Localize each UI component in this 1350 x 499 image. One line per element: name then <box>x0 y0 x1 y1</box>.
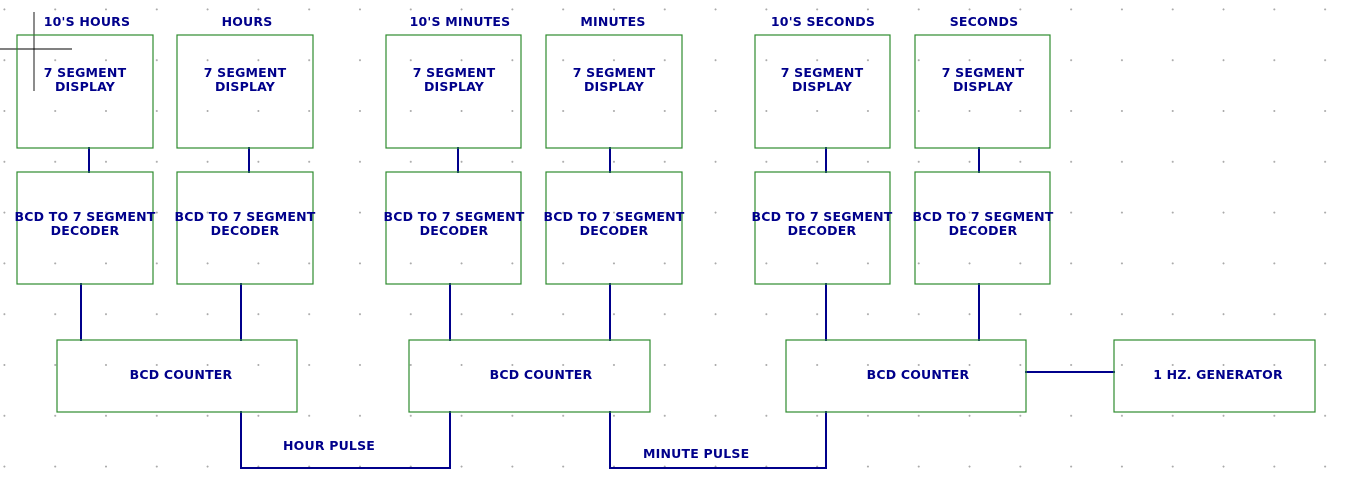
display-label-line2: DISPLAY <box>953 79 1014 94</box>
display-label-line1: 7 SEGMENT <box>204 65 287 80</box>
heading-tens-minutes: 10'S MINUTES <box>410 14 511 29</box>
decoder-label-line2: DECODER <box>788 223 857 238</box>
display-label-line1: 7 SEGMENT <box>413 65 496 80</box>
display-label-line1: 7 SEGMENT <box>942 65 1025 80</box>
decoder-block-tens-minutes[interactable]: BCD TO 7 SEGMENT DECODER <box>384 171 525 285</box>
heading-hours: HOURS <box>222 14 273 29</box>
display-block-seconds[interactable]: 7 SEGMENT DISPLAY <box>914 34 1051 149</box>
decoder-label-line2: DECODER <box>51 223 120 238</box>
decoder-label-line1: BCD TO 7 SEGMENT <box>913 209 1054 224</box>
display-label-line2: DISPLAY <box>424 79 485 94</box>
display-block-hours[interactable]: 7 SEGMENT DISPLAY <box>176 34 314 149</box>
display-label-line2: DISPLAY <box>55 79 116 94</box>
counter-label: BCD COUNTER <box>130 367 233 382</box>
display-label-line1: 7 SEGMENT <box>573 65 656 80</box>
decoder-label-line2: DECODER <box>949 223 1018 238</box>
heading-tens-hours: 10'S HOURS <box>44 14 130 29</box>
display-block-tens-seconds[interactable]: 7 SEGMENT DISPLAY <box>754 34 891 149</box>
counter-block-minutes[interactable]: BCD COUNTER <box>408 339 651 413</box>
heading-tens-seconds: 10'S SECONDS <box>771 14 875 29</box>
decoder-label-line1: BCD TO 7 SEGMENT <box>384 209 525 224</box>
display-label-line2: DISPLAY <box>215 79 276 94</box>
decoder-block-tens-seconds[interactable]: BCD TO 7 SEGMENT DECODER <box>752 171 893 285</box>
decoder-block-hours[interactable]: BCD TO 7 SEGMENT DECODER <box>175 171 316 285</box>
display-block-minutes[interactable]: 7 SEGMENT DISPLAY <box>545 34 683 149</box>
decoder-label-line1: BCD TO 7 SEGMENT <box>15 209 156 224</box>
hour-pulse-wire <box>240 411 451 469</box>
counter-block-seconds[interactable]: BCD COUNTER <box>785 339 1027 413</box>
decoder-label-line2: DECODER <box>211 223 280 238</box>
display-label-line1: 7 SEGMENT <box>44 65 127 80</box>
generator-block[interactable]: 1 HZ. GENERATOR <box>1113 339 1316 413</box>
display-block-tens-minutes[interactable]: 7 SEGMENT DISPLAY <box>385 34 522 149</box>
decoder-label-line1: BCD TO 7 SEGMENT <box>544 209 685 224</box>
display-label-line2: DISPLAY <box>792 79 853 94</box>
decoder-label-line2: DECODER <box>580 223 649 238</box>
heading-minutes: MINUTES <box>580 14 645 29</box>
decoder-label-line1: BCD TO 7 SEGMENT <box>752 209 893 224</box>
wires <box>80 147 1115 469</box>
decoder-block-seconds[interactable]: BCD TO 7 SEGMENT DECODER <box>913 171 1054 285</box>
counter-label: BCD COUNTER <box>867 367 970 382</box>
display-block-tens-hours[interactable]: 7 SEGMENT DISPLAY <box>16 34 154 149</box>
decoder-label-line2: DECODER <box>420 223 489 238</box>
display-label-line2: DISPLAY <box>584 79 645 94</box>
counter-block-hours[interactable]: BCD COUNTER <box>56 339 298 413</box>
counter-label: BCD COUNTER <box>490 367 593 382</box>
decoder-block-tens-hours[interactable]: BCD TO 7 SEGMENT DECODER <box>15 171 156 285</box>
hour-pulse-label: HOUR PULSE <box>283 438 375 453</box>
minute-pulse-label: MINUTE PULSE <box>643 446 749 461</box>
heading-seconds: SECONDS <box>950 14 1019 29</box>
decoder-label-line1: BCD TO 7 SEGMENT <box>175 209 316 224</box>
decoder-block-minutes[interactable]: BCD TO 7 SEGMENT DECODER <box>544 171 685 285</box>
display-label-line1: 7 SEGMENT <box>781 65 864 80</box>
cursor-crosshair-icon <box>0 12 72 91</box>
minute-pulse-wire <box>609 411 827 469</box>
generator-label: 1 HZ. GENERATOR <box>1153 367 1283 382</box>
